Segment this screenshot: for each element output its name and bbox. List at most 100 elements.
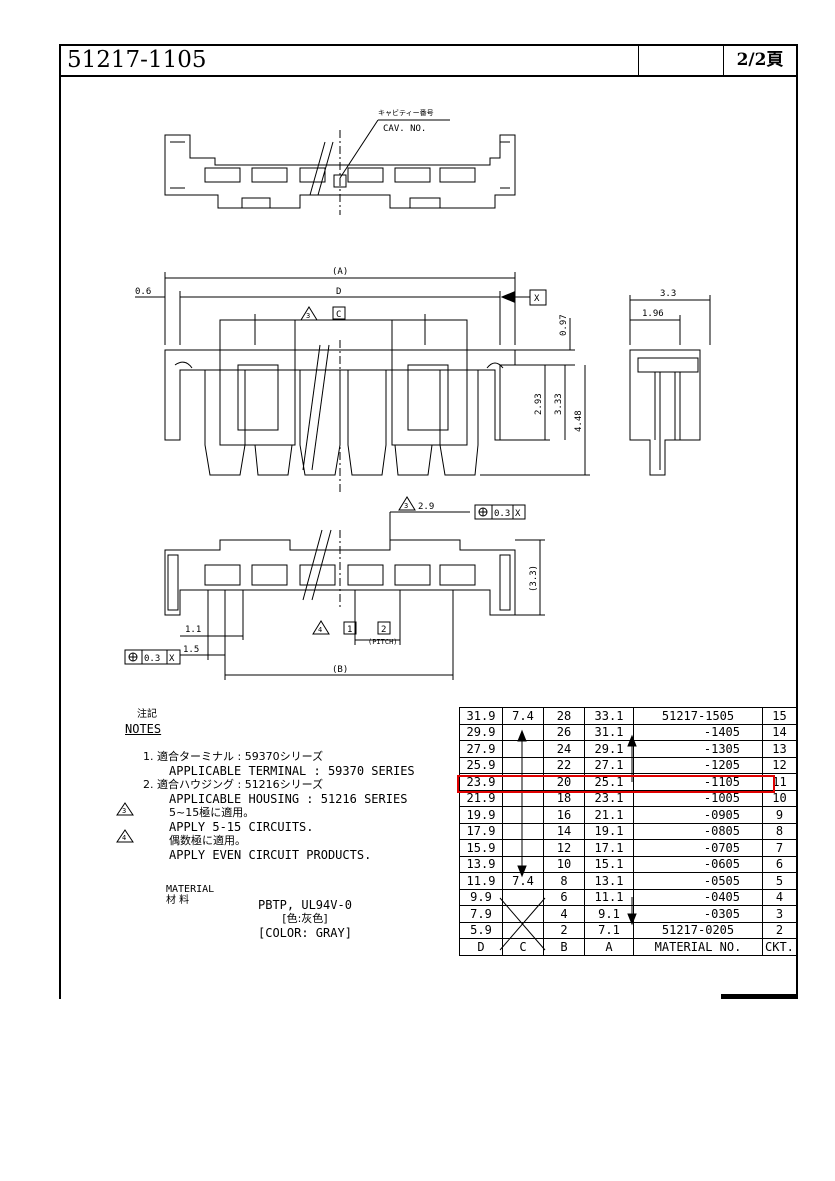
table-cell: 2 [543,921,585,939]
dim-1-1: 1.1 [185,625,201,635]
table-cell: 13 [762,740,797,758]
table-header-cell: B [543,938,585,956]
material-label-en: MATERIAL [166,884,215,895]
note3-jp: 5~15極に適用。 [169,806,255,819]
side-view [629,295,711,476]
note4-triangle [116,829,134,843]
table-cell: -0905 [633,806,763,824]
material-label: MATERIAL 材 料 [166,884,214,906]
note3-triangle [116,802,134,816]
table-cell: 29.1 [584,740,634,758]
table-cell: 23.1 [584,789,634,807]
highlighted-row-marker [457,775,775,793]
tol-top-datum: X [515,509,521,519]
tol-left-value: 0.3 [144,654,160,664]
table-cell: 10 [543,855,585,873]
title-block-empty-cell [639,46,724,75]
table-cell [502,756,544,774]
dim-2-93: 2.93 [534,393,544,415]
table-cell: -1405 [633,723,763,741]
material-color-en: [COLOR: GRAY] [258,926,352,940]
table-cell: -0805 [633,822,763,840]
material-spec: PBTP, UL94V-0 [258,898,352,912]
table-cell: 5.9 [459,921,503,939]
table-cell: 16 [543,806,585,824]
table-cell: 33.1 [584,707,634,725]
dim-4-48: 4.48 [574,410,584,432]
dim-0-6: 0.6 [135,287,151,297]
table-cell: -0505 [633,872,763,890]
table-cell: 29.9 [459,723,503,741]
table-cell: 22 [543,756,585,774]
table-cell: 51217-0205 [633,921,763,939]
bottom-border-mark [721,994,798,999]
table-cell: 7.1 [584,921,634,939]
material-value: PBTP, UL94V-0 [色:灰色] [COLOR: GRAY] [258,898,352,940]
table-cell: 15 [762,707,797,725]
table-cell: 17.9 [459,822,503,840]
table-cell: 7.4 [502,707,544,725]
table-cell [502,806,544,824]
table-cell: 14 [543,822,585,840]
notes-block: 注記 NOTES 1. 適合ターミナル : 59370シリーズ APPLICAB… [125,708,415,862]
dim-a: (A) [332,267,348,277]
table-cell: 24 [543,740,585,758]
box-1: 1 [347,625,352,635]
table-cell: 12 [762,756,797,774]
table-cell [502,740,544,758]
note3-en: APPLY 5-15 CIRCUITS. [169,820,314,834]
table-cell: 7.9 [459,905,503,923]
top-view [164,119,516,215]
dim-1-5: 1.5 [183,645,199,655]
note3-front-num: 3 [306,312,310,320]
bottom-view [124,496,545,680]
title-block: 51217-1105 2/2頁 [59,44,798,77]
table-header-cell: D [459,938,503,956]
dim-b: (B) [332,665,348,675]
note3-c: C [336,310,341,320]
table-cell: 3 [762,905,797,923]
dim-3-33: 3.33 [554,393,564,415]
note1-en: APPLICABLE TERMINAL : 59370 SERIES [169,764,415,778]
cavity-label-en: CAV. NO. [383,124,426,134]
table-cell: -1205 [633,756,763,774]
material-color-jp: [色:灰色] [282,912,328,925]
table-cell: 8 [543,872,585,890]
dim-3-3-ref: (3.3) [529,565,539,592]
dim-d: D [336,287,341,297]
dim-2-9: 2.9 [418,502,434,512]
table-cell: 6 [762,855,797,873]
table-header-cell: A [584,938,634,956]
notes-head-jp: 注記 [137,709,157,720]
table-cell: -0405 [633,888,763,906]
table-cell: 7 [762,839,797,857]
table-cell: -0305 [633,905,763,923]
table-cell [502,723,544,741]
table-cell: 5 [762,872,797,890]
table-cell: -1305 [633,740,763,758]
note4-jp: 偶数極に適用。 [169,834,246,847]
table-cell: 4 [762,888,797,906]
dim-0-97: 0.97 [559,314,569,336]
table-cell: 11.1 [584,888,634,906]
datum-x: X [534,294,540,304]
table-cell: -0605 [633,855,763,873]
table-cell [502,855,544,873]
table-cell: 51217-1505 [633,707,763,725]
table-header-cell: C [502,938,544,956]
table-cell: 13.1 [584,872,634,890]
table-header-cell: MATERIAL NO. [633,938,763,956]
notes-head: NOTES [125,722,162,736]
note2-jp: 2. 適合ハウジング : 51216シリーズ [143,778,324,791]
dim-3-3: 3.3 [660,289,676,299]
